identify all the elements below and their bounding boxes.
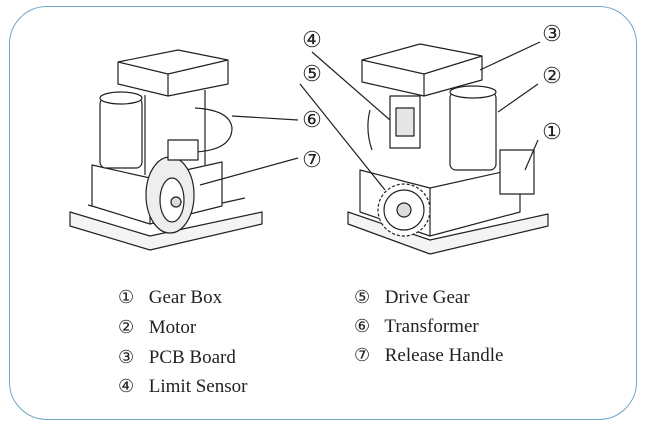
callout-1: ① (542, 119, 562, 144)
legend-item-gear-box: ① Gear Box (118, 287, 222, 309)
legend-label: Drive Gear (384, 287, 470, 308)
legend-mark: ⑤ (354, 287, 371, 307)
callout-5: ⑤ (302, 61, 322, 86)
legend-label: Limit Sensor (148, 376, 248, 397)
legend-mark: ④ (118, 376, 135, 396)
legend-mark: ② (118, 317, 135, 337)
left-unit-illustration (69, 49, 263, 251)
legend-item-limit-sensor: ④ Limit Sensor (118, 376, 247, 398)
legend-item-pcb-board: ③ PCB Board (118, 347, 236, 369)
legend-label: Release Handle (384, 345, 504, 366)
callout-4: ④ (302, 27, 322, 52)
callout-6: ⑥ (302, 107, 322, 132)
legend-label: Gear Box (148, 287, 223, 308)
right-unit-illustration (347, 43, 549, 255)
legend-item-motor: ② Motor (118, 317, 196, 339)
legend-label: PCB Board (148, 347, 236, 368)
legend-item-release-handle: ⑦ Release Handle (354, 345, 503, 367)
legend-item-drive-gear: ⑤ Drive Gear (354, 287, 470, 309)
legend-label: Motor (148, 317, 197, 338)
legend-item-transformer: ⑥ Transformer (354, 316, 479, 338)
callout-2: ② (542, 63, 562, 88)
callout-7: ⑦ (302, 147, 322, 172)
legend-label: Transformer (384, 316, 479, 337)
leader-lines (199, 41, 541, 191)
callout-3: ③ (542, 21, 562, 46)
legend-mark: ⑦ (354, 345, 371, 365)
legend-mark: ① (118, 287, 135, 307)
legend-mark: ③ (118, 347, 135, 367)
legend-mark: ⑥ (354, 316, 371, 336)
